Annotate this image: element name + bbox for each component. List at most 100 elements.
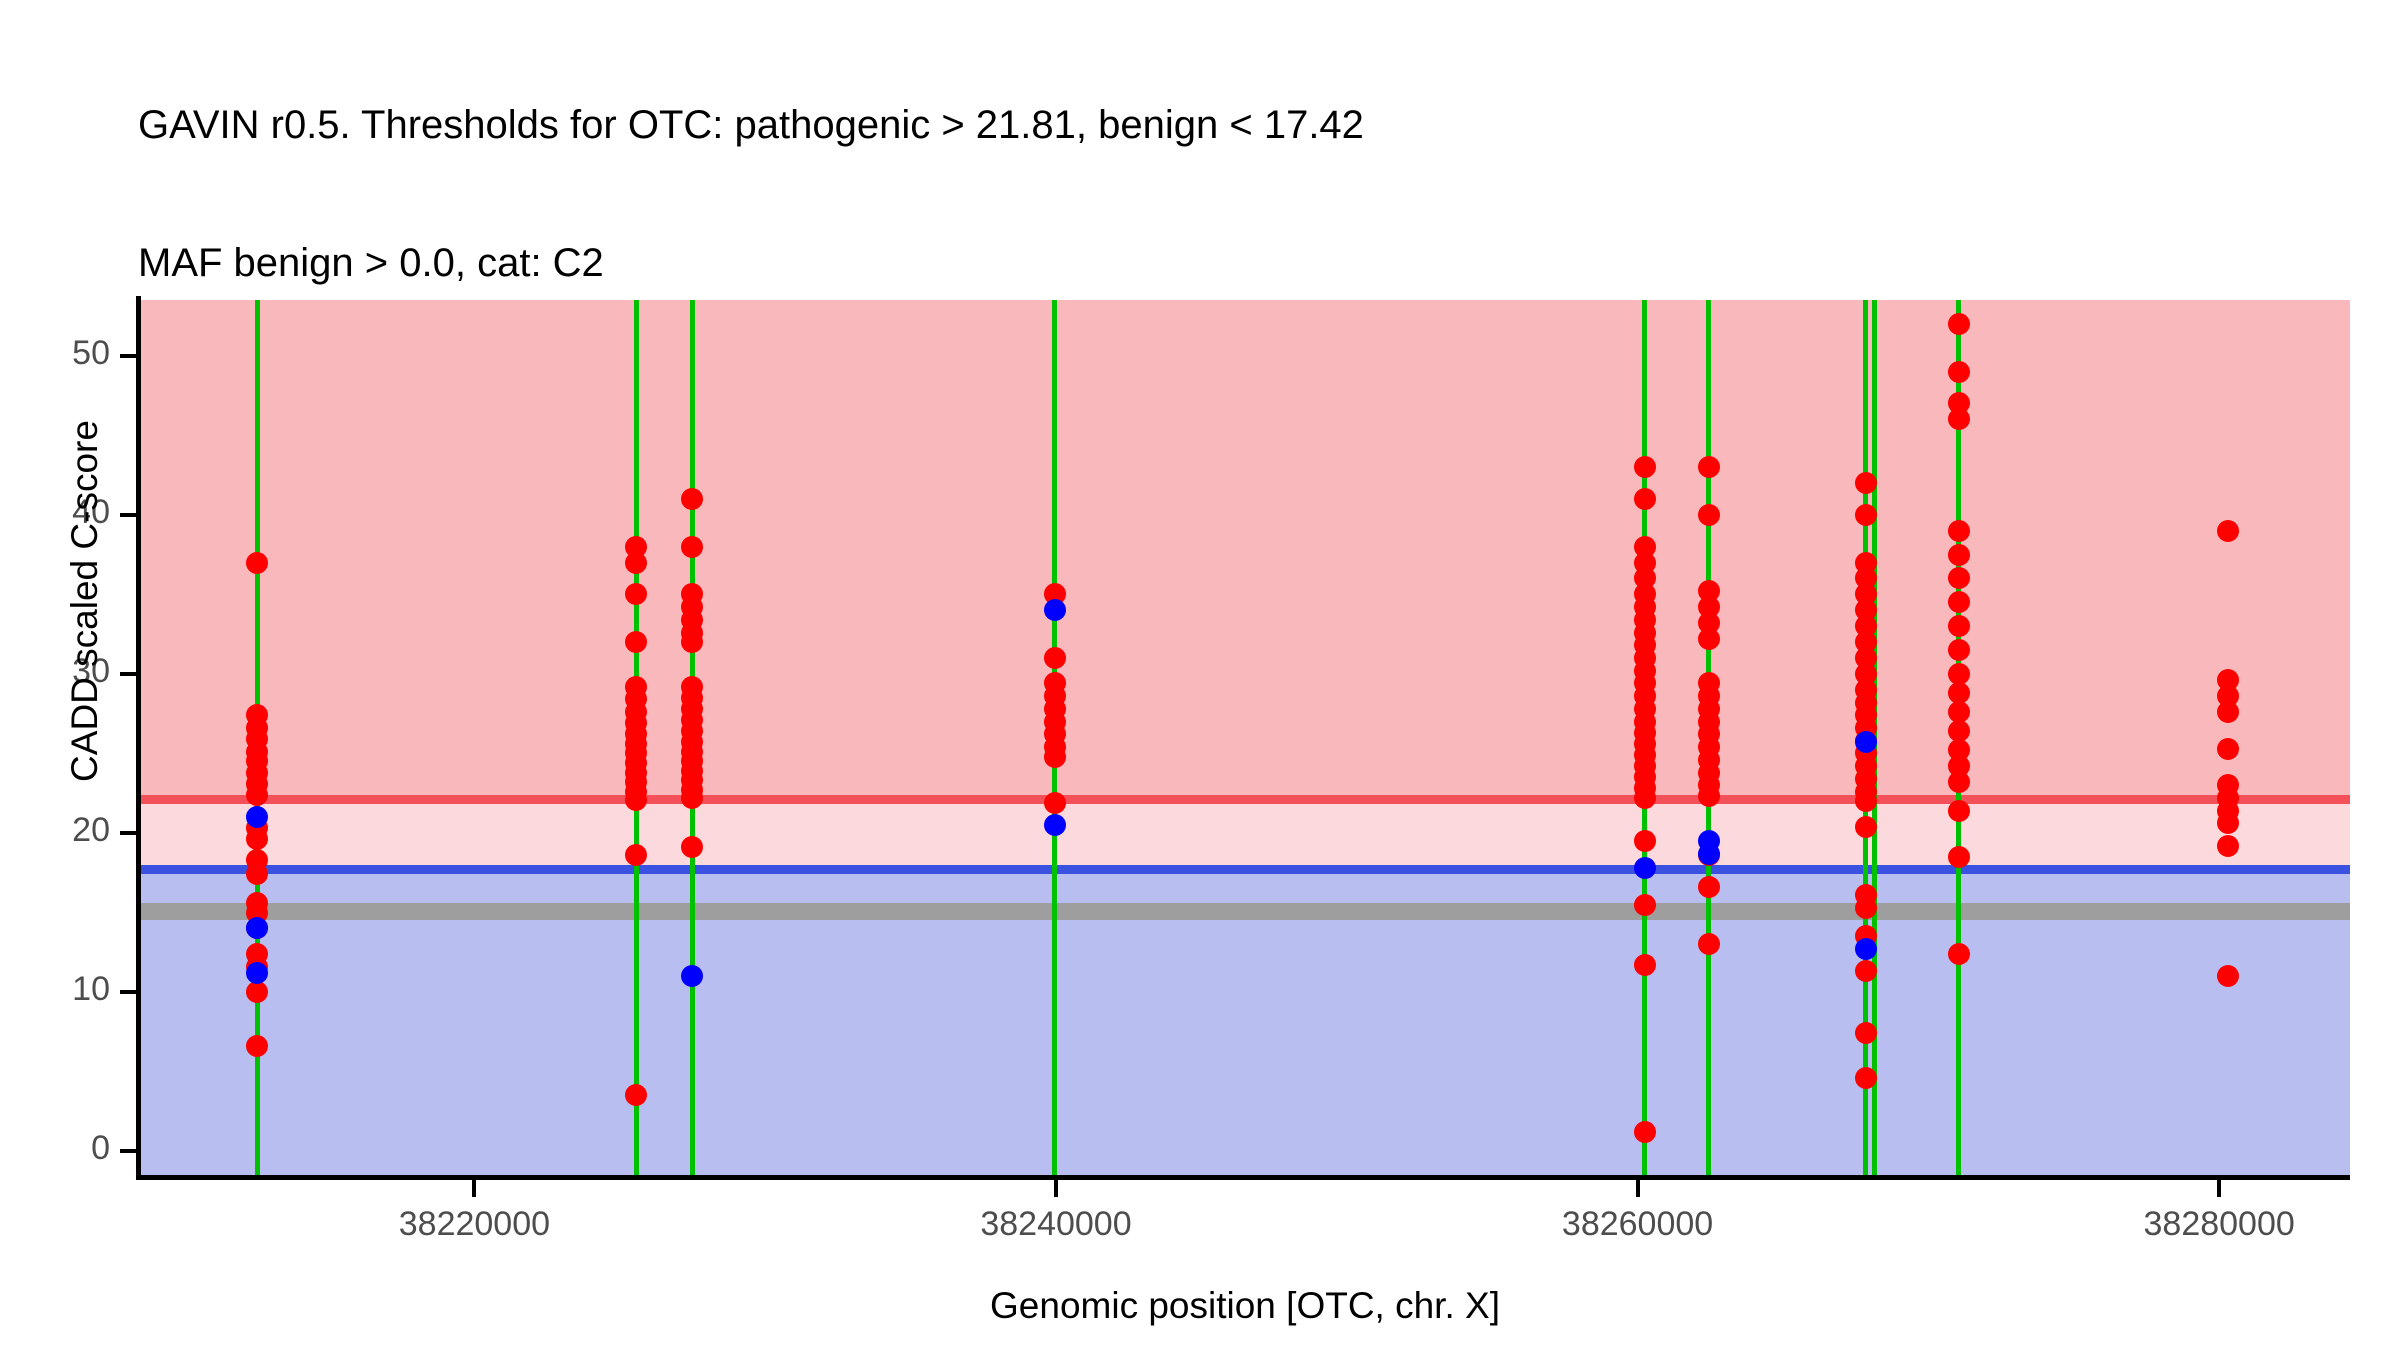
- benign-point: [681, 965, 704, 988]
- pathogenic-point: [1947, 720, 1970, 743]
- benign-point: [1854, 938, 1877, 961]
- pathogenic-point: [2216, 737, 2239, 760]
- pathogenic-point: [1947, 799, 1970, 822]
- pathogenic-point: [1947, 639, 1970, 661]
- band-benign-zone: [140, 874, 2350, 1175]
- pathogenic-point: [1633, 786, 1656, 809]
- x-tick-label: 38280000: [2143, 1205, 2295, 1243]
- x-tick: [2217, 1180, 2222, 1197]
- pathogenic-point: [1697, 456, 1720, 479]
- pathogenic-point: [1854, 1022, 1877, 1045]
- plot-panel: [140, 300, 2350, 1175]
- pathogenic-point: [1854, 790, 1877, 813]
- pathogenic-point: [246, 863, 269, 886]
- pathogenic-point: [1947, 591, 1970, 614]
- pathogenic-point: [1947, 615, 1970, 638]
- pathogenic-point: [1043, 791, 1066, 814]
- pathogenic-point: [1633, 954, 1656, 976]
- pathogenic-point: [681, 836, 704, 859]
- pathogenic-point: [1043, 745, 1066, 768]
- x-tick-label: 38220000: [398, 1205, 551, 1243]
- pathogenic-point: [681, 487, 704, 510]
- y-tick: [120, 990, 137, 995]
- x-axis-line: [136, 1175, 2350, 1180]
- pathogenic-point: [2216, 701, 2239, 724]
- band-ambiguous-zone: [140, 804, 2350, 874]
- y-axis-line: [136, 296, 141, 1179]
- pathogenic-point: [246, 981, 269, 1004]
- pathogenic-point: [681, 786, 704, 809]
- pathogenic-point: [625, 1084, 648, 1107]
- pathogenic-point: [1697, 503, 1720, 526]
- x-tick-label: 38260000: [1561, 1205, 1714, 1243]
- x-tick: [472, 1180, 477, 1197]
- pathogenic-point: [246, 783, 269, 806]
- x-tick: [1053, 1180, 1058, 1197]
- pathogenic-point: [625, 844, 648, 867]
- title-line-2: MAF benign > 0.0, cat: C2: [138, 241, 604, 285]
- pathogenic-point: [2216, 812, 2239, 835]
- pathogenic-point: [1697, 876, 1720, 899]
- pathogenic-point: [1947, 567, 1970, 590]
- pathogenic-point: [2216, 965, 2239, 988]
- title-line-1: GAVIN r0.5. Thresholds for OTC: pathogen…: [138, 103, 1364, 147]
- y-tick: [120, 353, 137, 358]
- y-tick-label: 20: [72, 810, 110, 849]
- y-tick-label: 40: [72, 492, 110, 531]
- benign-point: [246, 961, 269, 984]
- pathogenic-point: [625, 551, 648, 574]
- pathogenic-point: [625, 583, 648, 606]
- benign-point: [246, 806, 269, 829]
- pathogenic-point: [246, 1035, 269, 1058]
- pathogenic-point: [1947, 845, 1970, 868]
- y-tick: [120, 512, 137, 517]
- benign-point: [1854, 731, 1877, 754]
- benign-point: [246, 917, 269, 940]
- x-tick: [1635, 1180, 1640, 1197]
- pathogenic-point: [1947, 543, 1970, 566]
- pathogenic-point: [1854, 960, 1877, 983]
- pathogenic-point: [1697, 785, 1720, 808]
- x-tick-label: 38240000: [980, 1205, 1132, 1243]
- pathogenic-point: [625, 788, 648, 811]
- pathogenic-point: [1043, 646, 1066, 669]
- pathogenic-point: [2216, 834, 2239, 857]
- benign-point: [1697, 842, 1720, 865]
- pathogenic-point: [1947, 360, 1970, 383]
- pathogenic-point: [1697, 933, 1720, 956]
- y-tick-label: 10: [72, 970, 110, 1009]
- pathogenic-point: [1947, 408, 1970, 431]
- pathogenic-point: [1854, 503, 1877, 526]
- y-tick-label: 0: [91, 1129, 110, 1168]
- pathogenic-point: [2216, 519, 2239, 542]
- pathogenic-point: [681, 631, 704, 654]
- pathogenic-point: [1633, 893, 1656, 916]
- x-axis-title: Genomic position [OTC, chr. X]: [990, 1285, 1500, 1326]
- pathogenic-point: [1633, 487, 1656, 510]
- benign-point: [1633, 856, 1656, 879]
- pathogenic-point: [1854, 1066, 1877, 1089]
- band-pathogenic-zone: [140, 300, 2350, 805]
- pathogenic-point: [1947, 942, 1970, 965]
- pathogenic-point: [1947, 701, 1970, 724]
- benign-point: [1043, 814, 1066, 836]
- pathogenic-point: [625, 631, 648, 654]
- pathogenic-point: [1947, 681, 1970, 704]
- pathogenic-point: [1947, 771, 1970, 794]
- pathogenic-point: [1947, 662, 1970, 685]
- pathogenic-point: [1633, 456, 1656, 479]
- y-tick-label: 50: [72, 333, 110, 372]
- pathogenic-point: [1633, 1121, 1656, 1144]
- pathogenic-point: [246, 551, 269, 574]
- pathogenic-point: [1947, 519, 1970, 542]
- pathogenic-point: [1697, 627, 1720, 650]
- y-tick-label: 30: [72, 651, 110, 690]
- pathogenic-point: [1947, 312, 1970, 335]
- pathogenic-point: [1854, 896, 1877, 919]
- y-tick: [120, 830, 137, 835]
- pathogenic-point: [681, 535, 704, 558]
- pathogenic-point: [1633, 829, 1656, 852]
- y-tick: [120, 1149, 137, 1154]
- y-axis-title: CADD scaled C-score: [64, 420, 105, 782]
